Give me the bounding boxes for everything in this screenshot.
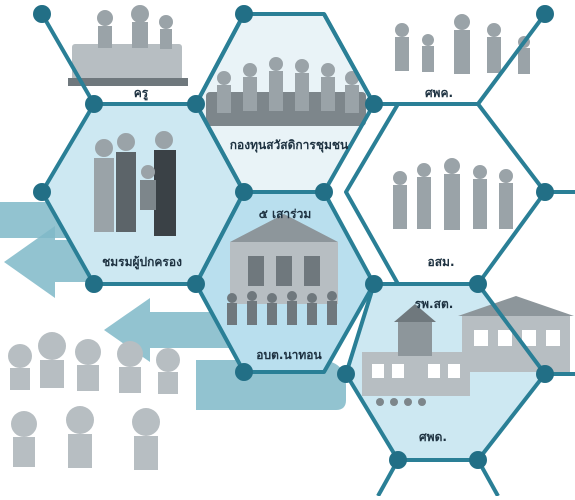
illustrations [8,5,574,470]
dot [235,363,253,381]
dot [337,365,355,383]
dot [365,95,383,113]
dot [536,183,554,201]
dot [85,275,103,293]
label-obt: อบต.นาทอน [256,348,322,362]
dot [469,275,487,293]
dot [469,451,487,469]
label-community-fund: กองทุนสวัสดิการชุมชน [229,138,349,152]
dot [536,365,554,383]
health-center-illustration [458,296,574,372]
municipal-building-staff-illustration [227,214,338,325]
label-rpstt: รพ.สต. [414,297,454,311]
dot [235,183,253,201]
hex-outline-sorpoko [322,12,547,106]
dot [33,183,51,201]
community-group-illustration [206,57,366,126]
dot [365,275,383,293]
hex-outline-teacher [40,12,246,106]
dot [389,451,407,469]
dot [85,95,103,113]
dot [235,5,253,23]
dot [187,95,205,113]
dot [33,5,51,23]
label-osm: อสม. [427,255,455,269]
label-child-center: ศพด. [419,430,447,444]
dot [536,5,554,23]
running-children-illustration [8,332,180,470]
family-members-illustration [395,14,530,74]
child-development-center-illustration [362,304,470,406]
label-sorpoko: ศพค. [424,86,454,100]
label-five-pillars: ๕ เสาร่วม [258,207,312,221]
connection-dots [33,5,554,469]
label-teacher: ครู [133,86,149,100]
dot [315,183,333,201]
parents-with-children-illustration [94,131,176,236]
health-volunteers-illustration [393,158,513,230]
dot [187,275,205,293]
teachers-classroom-illustration [68,5,188,86]
label-parents-club: ชมรมผู้ปกครอง [102,255,182,269]
